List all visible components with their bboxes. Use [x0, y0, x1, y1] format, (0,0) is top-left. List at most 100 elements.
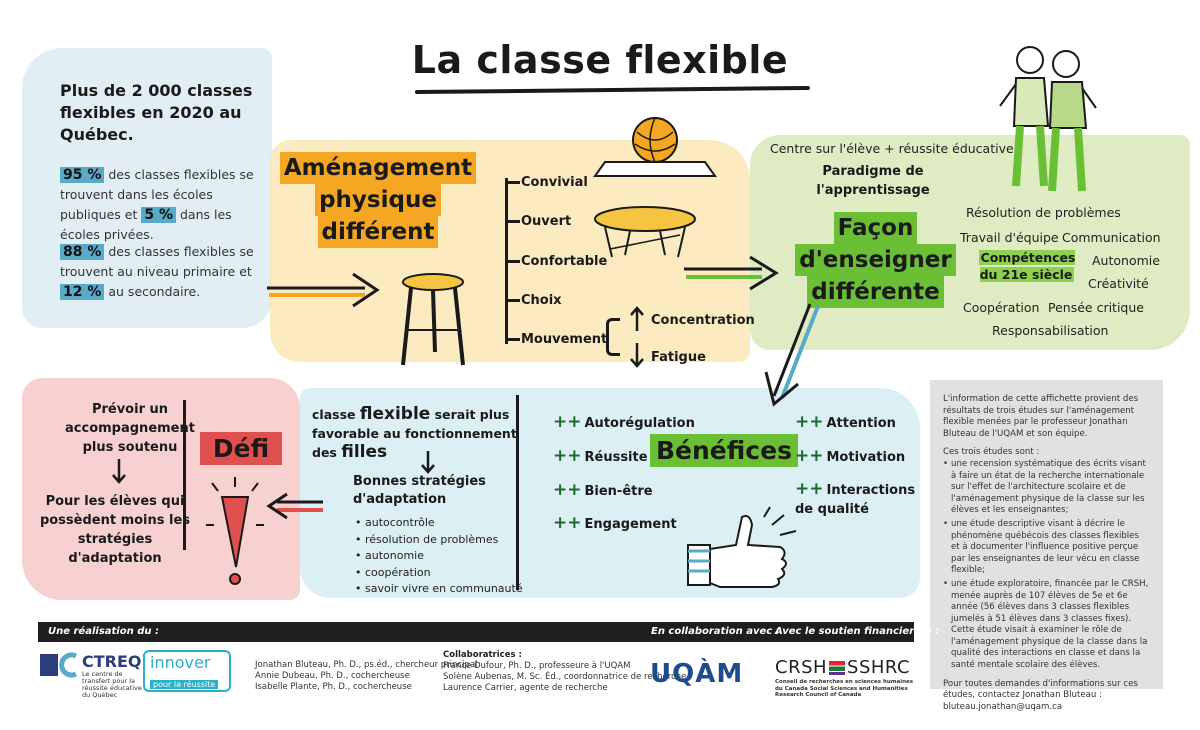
footer-collaboration-label: En collaboration avec :: [651, 626, 780, 637]
stat-public-private: 95 % des classes flexibles se trouvent d…: [60, 165, 275, 245]
list-item: savoir vivre en communauté: [355, 581, 523, 598]
strategies-list: autocontrôle résolution de problèmes aut…: [355, 515, 523, 598]
paradigme-label: Paradigme de l'apprentissage: [816, 164, 930, 198]
list-item: Choix: [521, 293, 562, 308]
ctreq-subtitle: Le centre de transfert pour la réussite …: [82, 670, 142, 699]
facon-title-line: différente: [807, 276, 944, 308]
benefit-label: Interactions de qualité: [795, 483, 916, 517]
defi-bracket: [183, 400, 193, 550]
list-item: France Dufour, Ph. D., professeure à l'U…: [443, 661, 631, 671]
filles-text-part: classe: [312, 407, 356, 422]
stat-pct-private: 5 %: [141, 207, 177, 223]
researchers-list: Jonathan Bluteau, Ph. D., ps.éd., cherch…: [255, 660, 477, 693]
footer-realisation-label: Une réalisation du :: [48, 626, 159, 637]
exclamation-icon: [206, 477, 264, 585]
amenagement-title: Aménagement physique différent: [278, 152, 478, 248]
footer-bar: [38, 622, 914, 642]
info-studies-title: Ces trois études sont :: [943, 447, 1040, 458]
green-wash-enseigner: [750, 135, 1190, 350]
benefit-label: Bien-être: [584, 484, 653, 499]
page-title: La classe flexible: [411, 38, 789, 82]
amenagement-bracket: [505, 178, 520, 344]
skill-item: Coopération: [963, 300, 1040, 315]
facon-enseigner-title: Façon d'enseigner différente: [783, 212, 968, 308]
info-intro: L'information de cette affichette provie…: [943, 394, 1139, 439]
innover-subtitle: pour la réussite: [150, 680, 219, 689]
filles-text-part: serait plus favorable au fonctionnement …: [312, 407, 517, 460]
arrow-down-icon: [630, 343, 644, 368]
crsh-text: CRSH: [775, 657, 828, 678]
skill-item: Autonomie: [1092, 253, 1160, 268]
benefit-item: ++Réussite: [553, 446, 648, 466]
ctreq-logo: CTREQ: [82, 652, 142, 671]
innover-logo: innover pour la réussite: [143, 650, 231, 692]
competences-label: Compétences du 21e siècle: [972, 249, 1082, 283]
list-item: Solène Aubenas, M. Sc. Éd., coordonnatri…: [443, 672, 687, 682]
arrow-up-icon: [630, 306, 644, 331]
arrow-down-icon: [421, 451, 435, 474]
ball-chair-icon: [593, 117, 717, 177]
strategies-title: Bonnes stratégies d'adaptation: [353, 474, 486, 507]
list-item: Annie Dubeau, Ph. D., cochercheuse: [255, 671, 410, 681]
centre-eleve-text: Centre sur l'élève + réussite éducative: [770, 141, 1014, 156]
stat-text: des classes flexibles se trouvent dans l…: [60, 167, 254, 222]
info-box: L'information de cette affichette provie…: [930, 380, 1163, 712]
stat-text: dans les écoles privées.: [60, 207, 232, 242]
uqam-logo: UQÀM: [650, 659, 744, 689]
ctreq-logo-icon: [40, 652, 78, 678]
list-item: une étude descriptive visant à décrire l…: [943, 519, 1150, 577]
amenagement-title-line: différent: [317, 216, 439, 248]
mouvement-brace: [606, 318, 620, 356]
list-item: Mouvement: [521, 332, 608, 347]
benefit-item: ++Motivation: [795, 446, 905, 466]
thumbs-up-icon: [687, 506, 797, 588]
benefit-item: ++Attention: [795, 412, 896, 432]
filles-word: filles: [341, 442, 388, 462]
title-underline: [414, 85, 811, 95]
innover-name: innover: [150, 653, 211, 672]
list-item: Laurence Carrier, agente de recherche: [443, 683, 608, 693]
concentration-label: Concentration: [651, 313, 755, 328]
stat-pct-public: 95 %: [60, 167, 105, 183]
facon-title-line: d'enseigner: [795, 244, 956, 276]
plus-plus-icon: ++: [553, 480, 582, 500]
plus-plus-icon: ++: [553, 412, 582, 432]
round-table-icon: [594, 206, 696, 258]
defi-bottom-text: Pour les élèves qui possèdent moins les …: [39, 494, 191, 566]
crsh-bars-icon: [829, 661, 846, 675]
bracket-tick: [508, 260, 520, 263]
skill-item: Communication: [1062, 230, 1161, 245]
plus-plus-icon: ++: [553, 446, 582, 466]
flexible-word: flexible: [359, 404, 431, 424]
list-item: coopération: [355, 565, 523, 582]
plus-plus-icon: ++: [795, 446, 824, 466]
plus-plus-icon: ++: [553, 513, 582, 533]
stat-primary-secondary: 88 % des classes flexibles se trouvent a…: [60, 242, 275, 302]
crsh-subtitle: Conseil de recherches en sciences humain…: [775, 679, 914, 698]
defi-title: Défi: [200, 432, 282, 465]
benefit-item: ++Interactions de qualité: [795, 480, 915, 519]
benefit-label: Motivation: [826, 450, 906, 465]
blue-wash-stats: [22, 48, 272, 328]
list-item: une étude exploratoire, financée par le …: [943, 579, 1150, 672]
benefit-item: ++Autorégulation: [553, 412, 695, 432]
competences-text: Compétences du 21e siècle: [978, 250, 1076, 282]
skill-item: Créativité: [1088, 276, 1149, 291]
students-icon: [999, 46, 1097, 192]
list-item: résolution de problèmes: [355, 532, 523, 549]
amenagement-title-line: physique: [315, 184, 441, 216]
stat-pct-secondary: 12 %: [60, 284, 105, 300]
amenagement-title-line: Aménagement: [279, 152, 477, 184]
arrow-down-icon: [764, 303, 820, 407]
stat-pct-primary: 88 %: [60, 244, 105, 260]
list-item: Isabelle Plante, Ph. D., cochercheuse: [255, 682, 412, 692]
arrow-right-icon: [684, 255, 779, 291]
info-studies-list: une recension systématique des écrits vi…: [943, 459, 1150, 672]
plus-plus-icon: ++: [795, 479, 824, 499]
stats-headline: Plus de 2 000 classes flexibles en 2020 …: [60, 81, 253, 144]
bracket-tick: [508, 338, 520, 341]
filles-bracket: [516, 395, 526, 590]
plus-plus-icon: ++: [795, 412, 824, 432]
benefit-item: ++Engagement: [553, 513, 677, 533]
